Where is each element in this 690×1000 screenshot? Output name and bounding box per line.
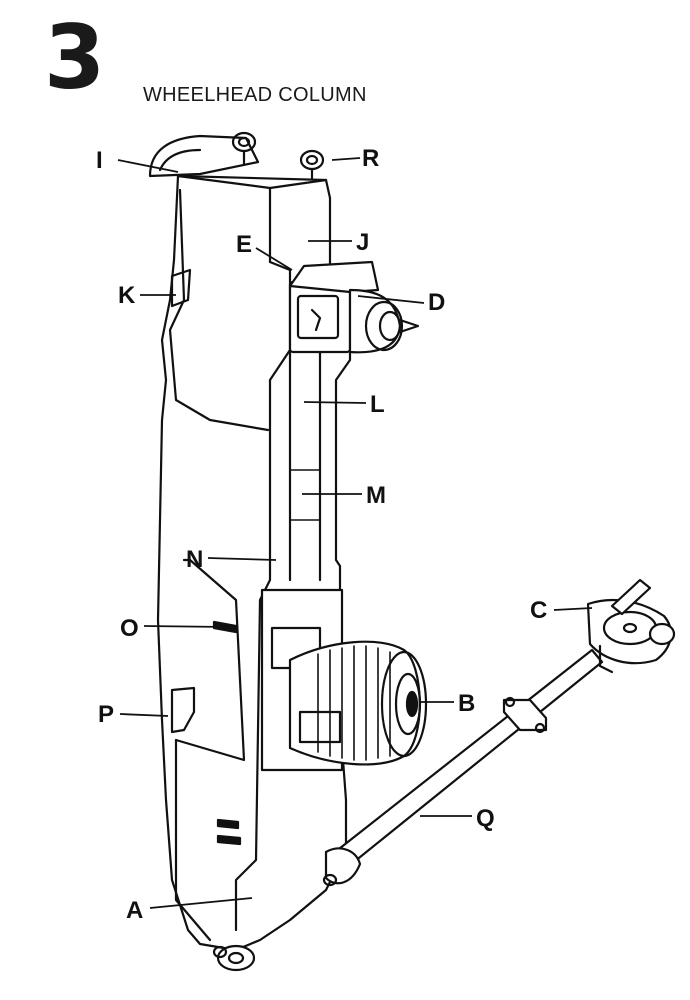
callout-B: B <box>458 690 475 717</box>
callout-I: I <box>96 147 103 174</box>
callout-L: L <box>370 391 385 418</box>
callout-N: N <box>186 546 203 573</box>
eye-bolt-right <box>299 149 325 171</box>
bottom-pivot <box>216 944 256 972</box>
top-hood <box>148 134 260 178</box>
section-title: WHEELHEAD COLUMN <box>143 84 367 106</box>
callout-M: M <box>366 482 386 509</box>
callout-R: R <box>362 145 379 172</box>
callout-A: A <box>126 897 143 924</box>
side-slot <box>170 268 192 308</box>
section-number: 3 <box>44 6 106 109</box>
callout-O: O <box>120 615 139 642</box>
callout-C: C <box>530 597 547 624</box>
side-recess <box>170 686 196 734</box>
callout-P: P <box>98 701 114 728</box>
callout-K: K <box>118 282 136 309</box>
wheel-motor <box>288 640 421 766</box>
callout-E: E <box>236 231 252 258</box>
callout-J: J <box>356 229 369 256</box>
callout-D: D <box>428 289 445 316</box>
callout-Q: Q <box>476 805 495 832</box>
